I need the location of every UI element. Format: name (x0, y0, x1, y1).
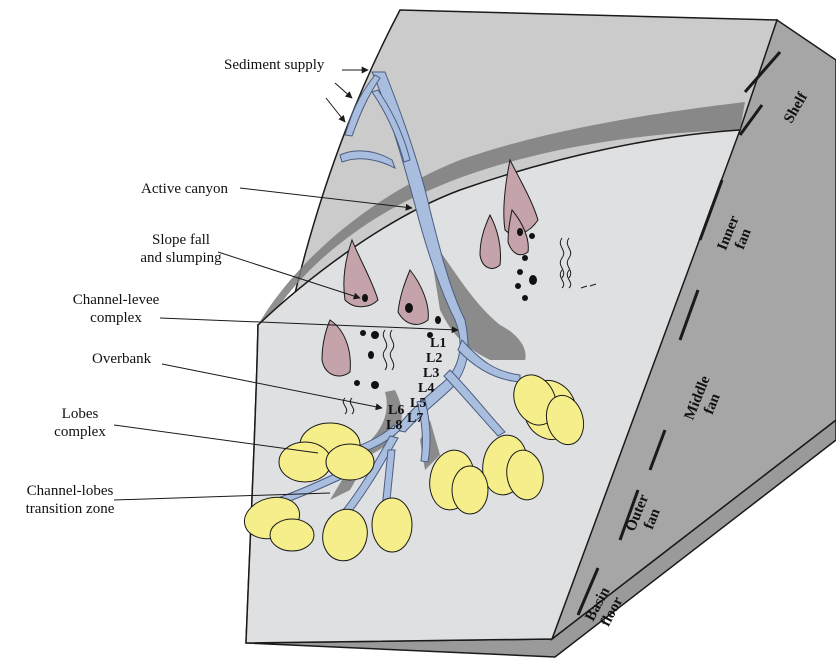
debris-dot (371, 331, 379, 339)
sediment-arrow-3 (326, 98, 345, 122)
level-l7: L7 (407, 411, 423, 426)
sediment-arrow-2 (335, 83, 352, 98)
label-transition-zone: Channel-lobes transition zone (10, 482, 130, 518)
debris-dot (371, 381, 379, 389)
label-overbank: Overbank (92, 350, 151, 368)
label-lobes-complex: Lobes complex (40, 405, 120, 441)
debris-dot (362, 294, 368, 302)
level-l5: L5 (410, 396, 426, 411)
label-channel-levee-line2: complex (60, 309, 172, 327)
label-lobes-line1: Lobes (40, 405, 120, 423)
label-active-canyon: Active canyon (141, 180, 228, 198)
debris-dot (515, 283, 521, 289)
debris-dot (435, 316, 441, 324)
level-l4: L4 (418, 381, 434, 396)
level-l3: L3 (423, 366, 439, 381)
debris-dot (522, 295, 528, 301)
label-transition-line1: Channel-lobes (10, 482, 130, 500)
level-l1: L1 (430, 336, 446, 351)
label-sediment-supply: Sediment supply (224, 56, 324, 74)
debris-dot (517, 269, 523, 275)
label-lobes-line2: complex (40, 423, 120, 441)
lobe (270, 519, 314, 551)
debris-dot (368, 351, 374, 359)
label-channel-levee-line1: Channel-levee (60, 291, 172, 309)
level-l2: L2 (426, 351, 442, 366)
debris-dot (360, 330, 366, 336)
lobe (279, 442, 331, 482)
debris-dot (529, 275, 537, 285)
label-slope-fall: Slope fall and slumping (125, 231, 237, 267)
label-slope-fall-line2: and slumping (125, 249, 237, 267)
debris-dot (522, 255, 528, 261)
debris-dot (529, 233, 535, 239)
lobe (326, 444, 374, 480)
label-channel-levee: Channel-levee complex (60, 291, 172, 327)
level-l8: L8 (386, 418, 402, 433)
lobe (372, 498, 412, 552)
debris-dot (354, 380, 360, 386)
label-transition-line2: transition zone (10, 500, 130, 518)
debris-dot (517, 228, 523, 236)
level-l6: L6 (388, 403, 404, 418)
debris-dot (405, 303, 413, 313)
lobe (452, 466, 488, 514)
label-slope-fall-line1: Slope fall (125, 231, 237, 249)
